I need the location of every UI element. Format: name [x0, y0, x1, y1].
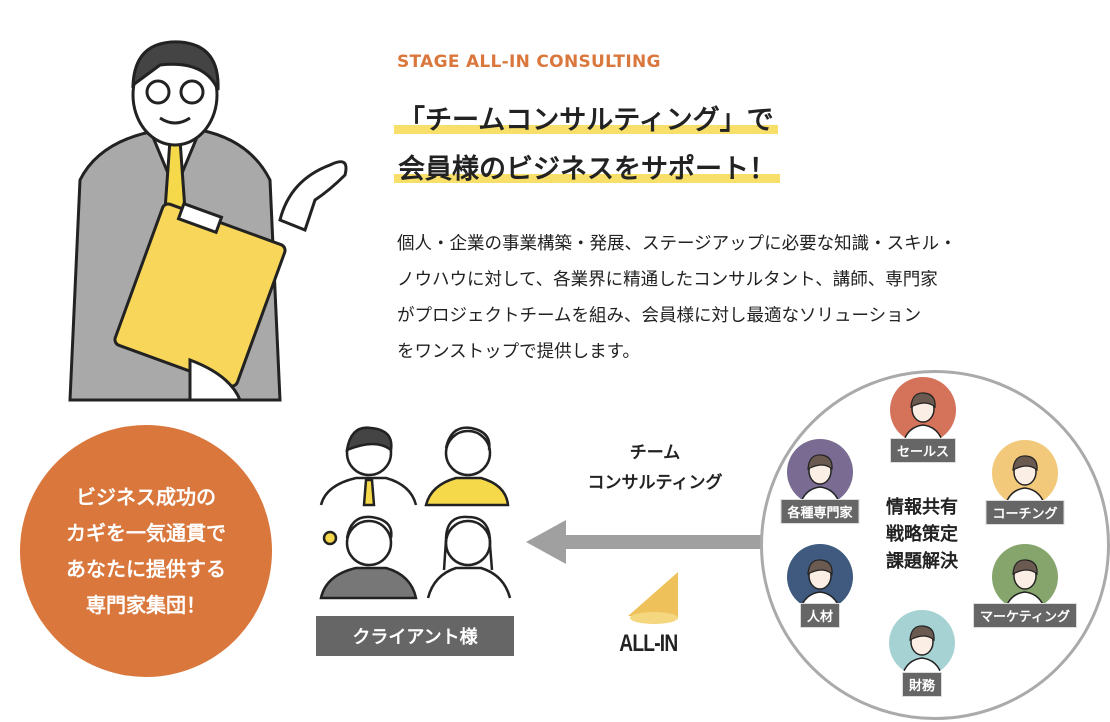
member-avatar [787, 544, 853, 610]
member-label: セールス [889, 438, 957, 463]
flow-label-line-1: チーム [629, 443, 681, 463]
member-avatar [890, 377, 956, 443]
description-line: 個人・企業の事業構築・発展、ステージアップに必要な知識・スキル・ [397, 234, 957, 254]
member-label: 財務 [901, 672, 943, 697]
person-icon [1004, 559, 1046, 610]
headline-line-1: 「チームコンサルティング」で [394, 104, 778, 138]
flow-label-line-2: コンサルティング [587, 473, 723, 493]
description-line: をワンストップで提供します。 [397, 342, 640, 362]
center-line: 情報共有 [886, 497, 958, 518]
promo-line: カギを一気通貫で [66, 521, 226, 545]
team-circle [760, 370, 1110, 720]
brand-label: STAGE ALL-IN CONSULTING [397, 52, 661, 72]
description-line: ノウハウに対して、各業界に精通したコンサルタント、講師、専門家 [397, 270, 938, 290]
promo-circle: ビジネス成功の カギを一気通貫で あなたに提供する 専門家集団！ [20, 425, 272, 677]
member-avatar [889, 610, 955, 676]
person-icon [799, 454, 841, 505]
allin-logo-text: ALL-IN [619, 630, 678, 657]
headline-line-2: 会員様のビジネスをサポート！ [394, 153, 780, 187]
arrow-left-icon [526, 520, 762, 564]
promo-line: あなたに提供する [66, 557, 226, 581]
team-center-text: 情報共有 戦略策定 課題解決 [870, 494, 974, 575]
member-label: マーケティング [973, 603, 1077, 628]
person-icon [799, 559, 841, 610]
center-line: 課題解決 [886, 551, 958, 572]
member-label: 各種専門家 [780, 499, 860, 524]
member-avatar [992, 544, 1058, 610]
consultant-illustration [68, 40, 348, 402]
person-icon [901, 625, 943, 676]
description-line: がプロジェクトチームを組み、会員様に対し最適なソリューション [397, 306, 922, 326]
member-label: コーチング [985, 500, 1065, 525]
promo-line: 専門家集団！ [86, 593, 206, 617]
client-illustrations [319, 426, 512, 600]
member-avatar [992, 440, 1058, 506]
person-icon [902, 392, 944, 443]
client-label: クライアント様 [316, 616, 514, 656]
person-icon [1004, 455, 1046, 506]
allin-logo-icon [628, 572, 678, 624]
center-line: 戦略策定 [886, 524, 958, 545]
description: 個人・企業の事業構築・発展、ステージアップに必要な知識・スキル・ ノウハウに対し… [397, 226, 1077, 370]
member-label: 人材 [799, 603, 841, 628]
member-avatar [787, 439, 853, 505]
promo-line: ビジネス成功の [76, 485, 216, 509]
